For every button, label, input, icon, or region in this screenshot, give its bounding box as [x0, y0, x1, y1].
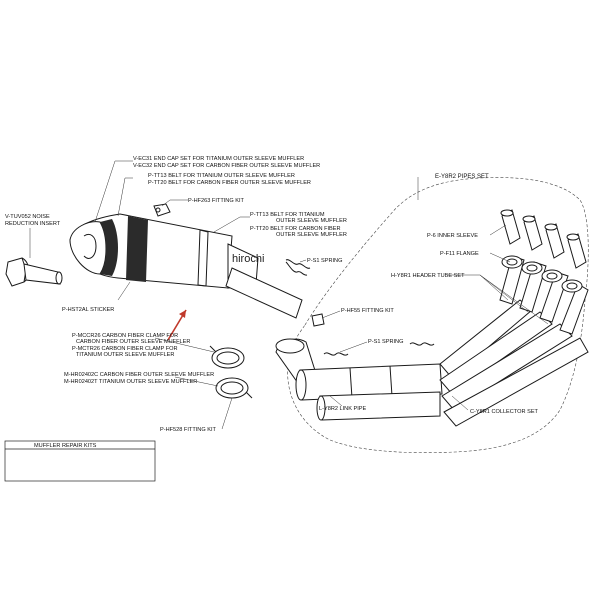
label-tt13a: P-TT13 BELT FOR TITANIUM OUTER SLEEVE MU… — [148, 173, 295, 179]
fitting-kit-hf55 — [311, 313, 325, 327]
muffler — [69, 213, 303, 319]
label-flange: P-F11 FLANGE — [440, 251, 479, 257]
label-tt13b-2: OUTER SLEEVE MUFFLER — [276, 218, 347, 224]
label-link-pipe: L-Y8R2 LINK PIPE — [319, 406, 367, 412]
end-cap-band — [100, 219, 118, 276]
leader-lines — [29, 160, 549, 430]
label-mctr-2: TITANIUM OUTER SLEEVE MUFFLER — [76, 352, 174, 358]
red-arrow — [167, 309, 187, 341]
label-tuv-1: V-TUV052 NOISE — [5, 214, 50, 220]
flanges — [501, 255, 583, 293]
spring-upper — [285, 259, 311, 276]
watermark: hirochi — [232, 253, 264, 265]
link-and-collector — [275, 338, 443, 421]
label-sticker: P-HST2AL STICKER — [62, 307, 114, 313]
label-spring-upper: P-S1 SPRING — [307, 258, 342, 264]
label-collector: C-Y8R1 COLLECTOR SET — [470, 409, 539, 415]
label-tt20b-1: P-TT20 BELT FOR CARBON FIBER — [250, 226, 341, 232]
label-mccr-2: CARBON FIBER OUTER SLEEVE MUFFLER — [76, 339, 190, 345]
label-spring-lower: P-S1 SPRING — [368, 339, 403, 345]
label-hr02402c: M-HR02402C CARBON FIBER OUTER SLEEVE MUF… — [64, 372, 214, 378]
noise-insert — [5, 257, 63, 287]
label-tt13b-1: P-TT13 BELT FOR TITANIUM — [250, 212, 325, 218]
label-tt20b-2: OUTER SLEEVE MUFFLER — [276, 232, 347, 238]
fitting-kit-hf263 — [153, 203, 171, 217]
label-hr02402t: M-HR02402T TITANIUM OUTER SLEEVE MUFFLER — [64, 379, 197, 385]
pipes-set-boundary — [287, 177, 589, 453]
muffler-logo-band — [126, 216, 148, 282]
label-tuv-2: REDUCTION INSERT — [5, 221, 61, 227]
label-hf55: P-HF55 FITTING KIT — [341, 308, 394, 314]
repair-kit-box — [4, 440, 156, 482]
label-mccr-1: P-MCCR26 CARBON FIBER CLAMP FOR — [72, 333, 178, 339]
label-pipes-set: E-Y8R2 PIPES SET — [435, 174, 489, 180]
clamps — [209, 345, 253, 399]
label-ec31: V-EC31 END CAP SET FOR TITANIUM OUTER SL… — [133, 156, 304, 162]
label-hf263: P-HF263 FITTING KIT — [188, 198, 245, 204]
label-hf528: P-HF528 FITTING KIT — [160, 427, 217, 433]
label-tt20a: P-TT20 BELT FOR CARBON FIBER OUTER SLEEV… — [148, 180, 311, 186]
header-tubes — [439, 255, 589, 427]
label-header-set: H-Y8R1 HEADER TUBE SET — [391, 273, 465, 279]
label-inner-sleeve: P-6 INNER SLEEVE — [427, 233, 478, 239]
label-ec32: V-EC32 END CAP SET FOR CARBON FIBER OUTE… — [133, 163, 320, 169]
repair-kit-title: MUFFLER REPAIR KITS — [34, 443, 97, 449]
label-mctr-1: P-MCTR26 CARBON FIBER CLAMP FOR — [72, 346, 178, 352]
inner-sleeves — [500, 209, 587, 269]
